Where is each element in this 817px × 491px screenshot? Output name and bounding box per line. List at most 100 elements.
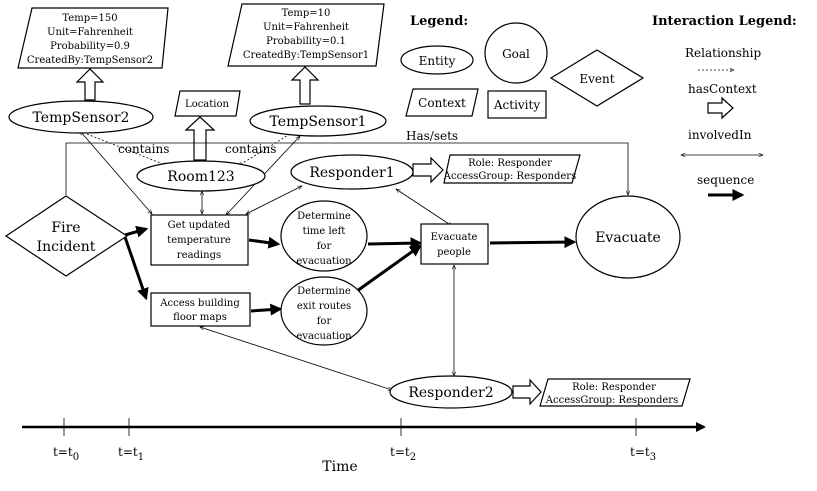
sensor1-context: Temp=10 Unit=Fahrenheit Probability=0.1 … — [227, 3, 385, 67]
legend-goal-shape — [484, 22, 548, 84]
sensor2-ctx-line-2: Unit=Fahrenheit — [47, 27, 133, 38]
hascontext-legend-arrow — [707, 96, 734, 120]
legend-event-label: Event — [579, 72, 614, 86]
seq-gettemp-timeleft — [248, 236, 281, 249]
responder2-ctx-line-1: Role: Responder — [572, 382, 656, 393]
sensor2-ctx-line-4: CreatedBy:TempSensor2 — [27, 55, 153, 66]
sensor1-ctx-line-4: CreatedBy:TempSensor1 — [243, 50, 369, 61]
get-temp-line-2: temperature — [167, 235, 231, 246]
time-left-line-4: evacuation — [296, 256, 352, 267]
contains-label-right: contains — [225, 142, 276, 156]
goal-evacuate: Evacuate — [575, 195, 681, 279]
involvedin-legend-label: involvedIn — [688, 128, 752, 142]
hascontext-arrow-responder2 — [512, 378, 542, 406]
fire-incident-line-2: Incident — [37, 239, 96, 255]
sensor2-context: Temp=150 Unit=Fahrenheit Probability=0.9… — [17, 7, 169, 69]
seq-fire-gettemp — [124, 225, 149, 238]
sensor1-ctx-line-3: Probability=0.1 — [266, 36, 346, 47]
responder2-label: Responder2 — [408, 385, 493, 401]
legend-context-label: Context — [418, 96, 466, 110]
legend-activity-shape — [487, 90, 547, 119]
entity-responder2: Responder2 — [389, 375, 513, 409]
tick-label-t0: t=t0 — [53, 445, 79, 463]
time-axis-label: Time — [322, 459, 357, 475]
legend-title: Legend: — [410, 14, 468, 29]
sensor2-ctx-line-3: Probability=0.9 — [50, 41, 130, 52]
fire-incident-line-1: Fire — [51, 220, 80, 236]
interaction-legend: Interaction Legend: Relationship hasCont… — [652, 14, 797, 201]
goal-time-left: Determine time left for evacuation — [280, 200, 368, 272]
legend-context-shape — [405, 88, 479, 117]
entity-room123: Room123 — [136, 160, 266, 192]
entity-temp-sensor1: TempSensor1 — [249, 105, 387, 137]
legend-activity-label: Activity — [493, 98, 540, 112]
get-temp-line-1: Get updated — [168, 220, 231, 231]
legend: Legend: Entity Goal Event Context Activi… — [400, 14, 645, 119]
relationship-legend-label: Relationship — [685, 46, 761, 60]
seq-exitroutes-evacuate — [356, 244, 422, 293]
evacuate-label: Evacuate — [595, 230, 661, 246]
seq-maps-exitroutes — [250, 303, 283, 316]
tick-label-t2: t=t2 — [390, 445, 416, 463]
temp-sensor2-label: TempSensor2 — [33, 110, 130, 126]
contains-line-sensor2-room — [86, 133, 168, 166]
access-maps-line-2: floor maps — [173, 312, 227, 323]
has-sets-label: Has/sets — [406, 129, 458, 143]
time-left-line-1: Determine — [297, 211, 351, 222]
involved-responder1-evacuate — [396, 189, 452, 226]
seq-timeleft-evacuate — [367, 237, 423, 250]
tick-label-t1: t=t1 — [118, 445, 144, 463]
sensor1-ctx-line-2: Unit=Fahrenheit — [263, 22, 349, 33]
activity-evacuate-people: Evacuate people — [420, 223, 489, 265]
legend-goal-label: Goal — [502, 47, 530, 61]
responder2-ctx-line-2: AccessGroup: Responders — [545, 395, 678, 406]
timeline: t=t0 t=t1 t=t2 t=t3 Time — [22, 418, 706, 475]
get-temp-line-3: readings — [177, 250, 221, 261]
relationship-lines — [65, 131, 628, 390]
involved-sensor2-gettemp — [80, 131, 152, 214]
seq-fire-maps — [123, 236, 149, 301]
hascontext-arrow-room — [184, 116, 216, 161]
activity-get-temperature: Get updated temperature readings — [150, 214, 249, 266]
exit-routes-line-1: Determine — [297, 286, 351, 297]
entity-temp-sensor2: TempSensor2 — [8, 100, 154, 134]
involved-maps-responder2 — [200, 327, 392, 390]
seq-evacuate-goal — [489, 236, 577, 249]
hascontext-arrow-responder1 — [412, 156, 444, 184]
responder1-ctx-line-2: AccessGroup: Responders — [443, 171, 576, 182]
responder1-label: Responder1 — [309, 165, 394, 181]
hascontext-arrow-sensor1 — [290, 66, 320, 105]
sensor1-ctx-line-1: Temp=10 — [282, 8, 331, 19]
entity-responder1: Responder1 — [290, 154, 414, 190]
exit-routes-line-3: for — [317, 316, 332, 327]
sequence-legend-label: sequence — [697, 173, 754, 187]
exit-routes-line-2: exit routes — [297, 301, 351, 312]
legend-event-shape — [549, 49, 645, 107]
responder2-context: Role: Responder AccessGroup: Responders — [539, 378, 691, 407]
access-maps-line-1: Access building — [159, 298, 240, 309]
legend-entity-shape — [400, 45, 474, 75]
location-label: Location — [185, 99, 229, 110]
evacuate-people-line-1: Evacuate — [431, 232, 478, 243]
temp-sensor1-label: TempSensor1 — [270, 114, 367, 130]
room123-label: Room123 — [167, 169, 234, 185]
event-fire-incident: Fire Incident — [4, 195, 129, 277]
responder1-ctx-line-1: Role: Responder — [468, 158, 552, 169]
evacuate-people-line-2: people — [437, 247, 471, 258]
hascontext-legend-label: hasContext — [688, 82, 757, 96]
time-left-line-2: time left — [303, 226, 346, 237]
has-sets-line — [65, 142, 628, 195]
tick-label-t3: t=t3 — [630, 445, 656, 463]
involved-responder1-gettemp — [246, 185, 302, 215]
legend-entity-label: Entity — [419, 54, 456, 68]
time-left-line-3: for — [317, 241, 332, 252]
responder1-context: Role: Responder AccessGroup: Responders — [443, 154, 581, 184]
sequence-arrows — [123, 225, 577, 316]
activity-access-maps: Access building floor maps — [150, 292, 251, 327]
exit-routes-line-4: evacuation — [296, 331, 352, 342]
location-context: Location — [174, 90, 241, 117]
interaction-legend-title: Interaction Legend: — [652, 14, 797, 29]
hascontext-arrows — [75, 66, 542, 406]
